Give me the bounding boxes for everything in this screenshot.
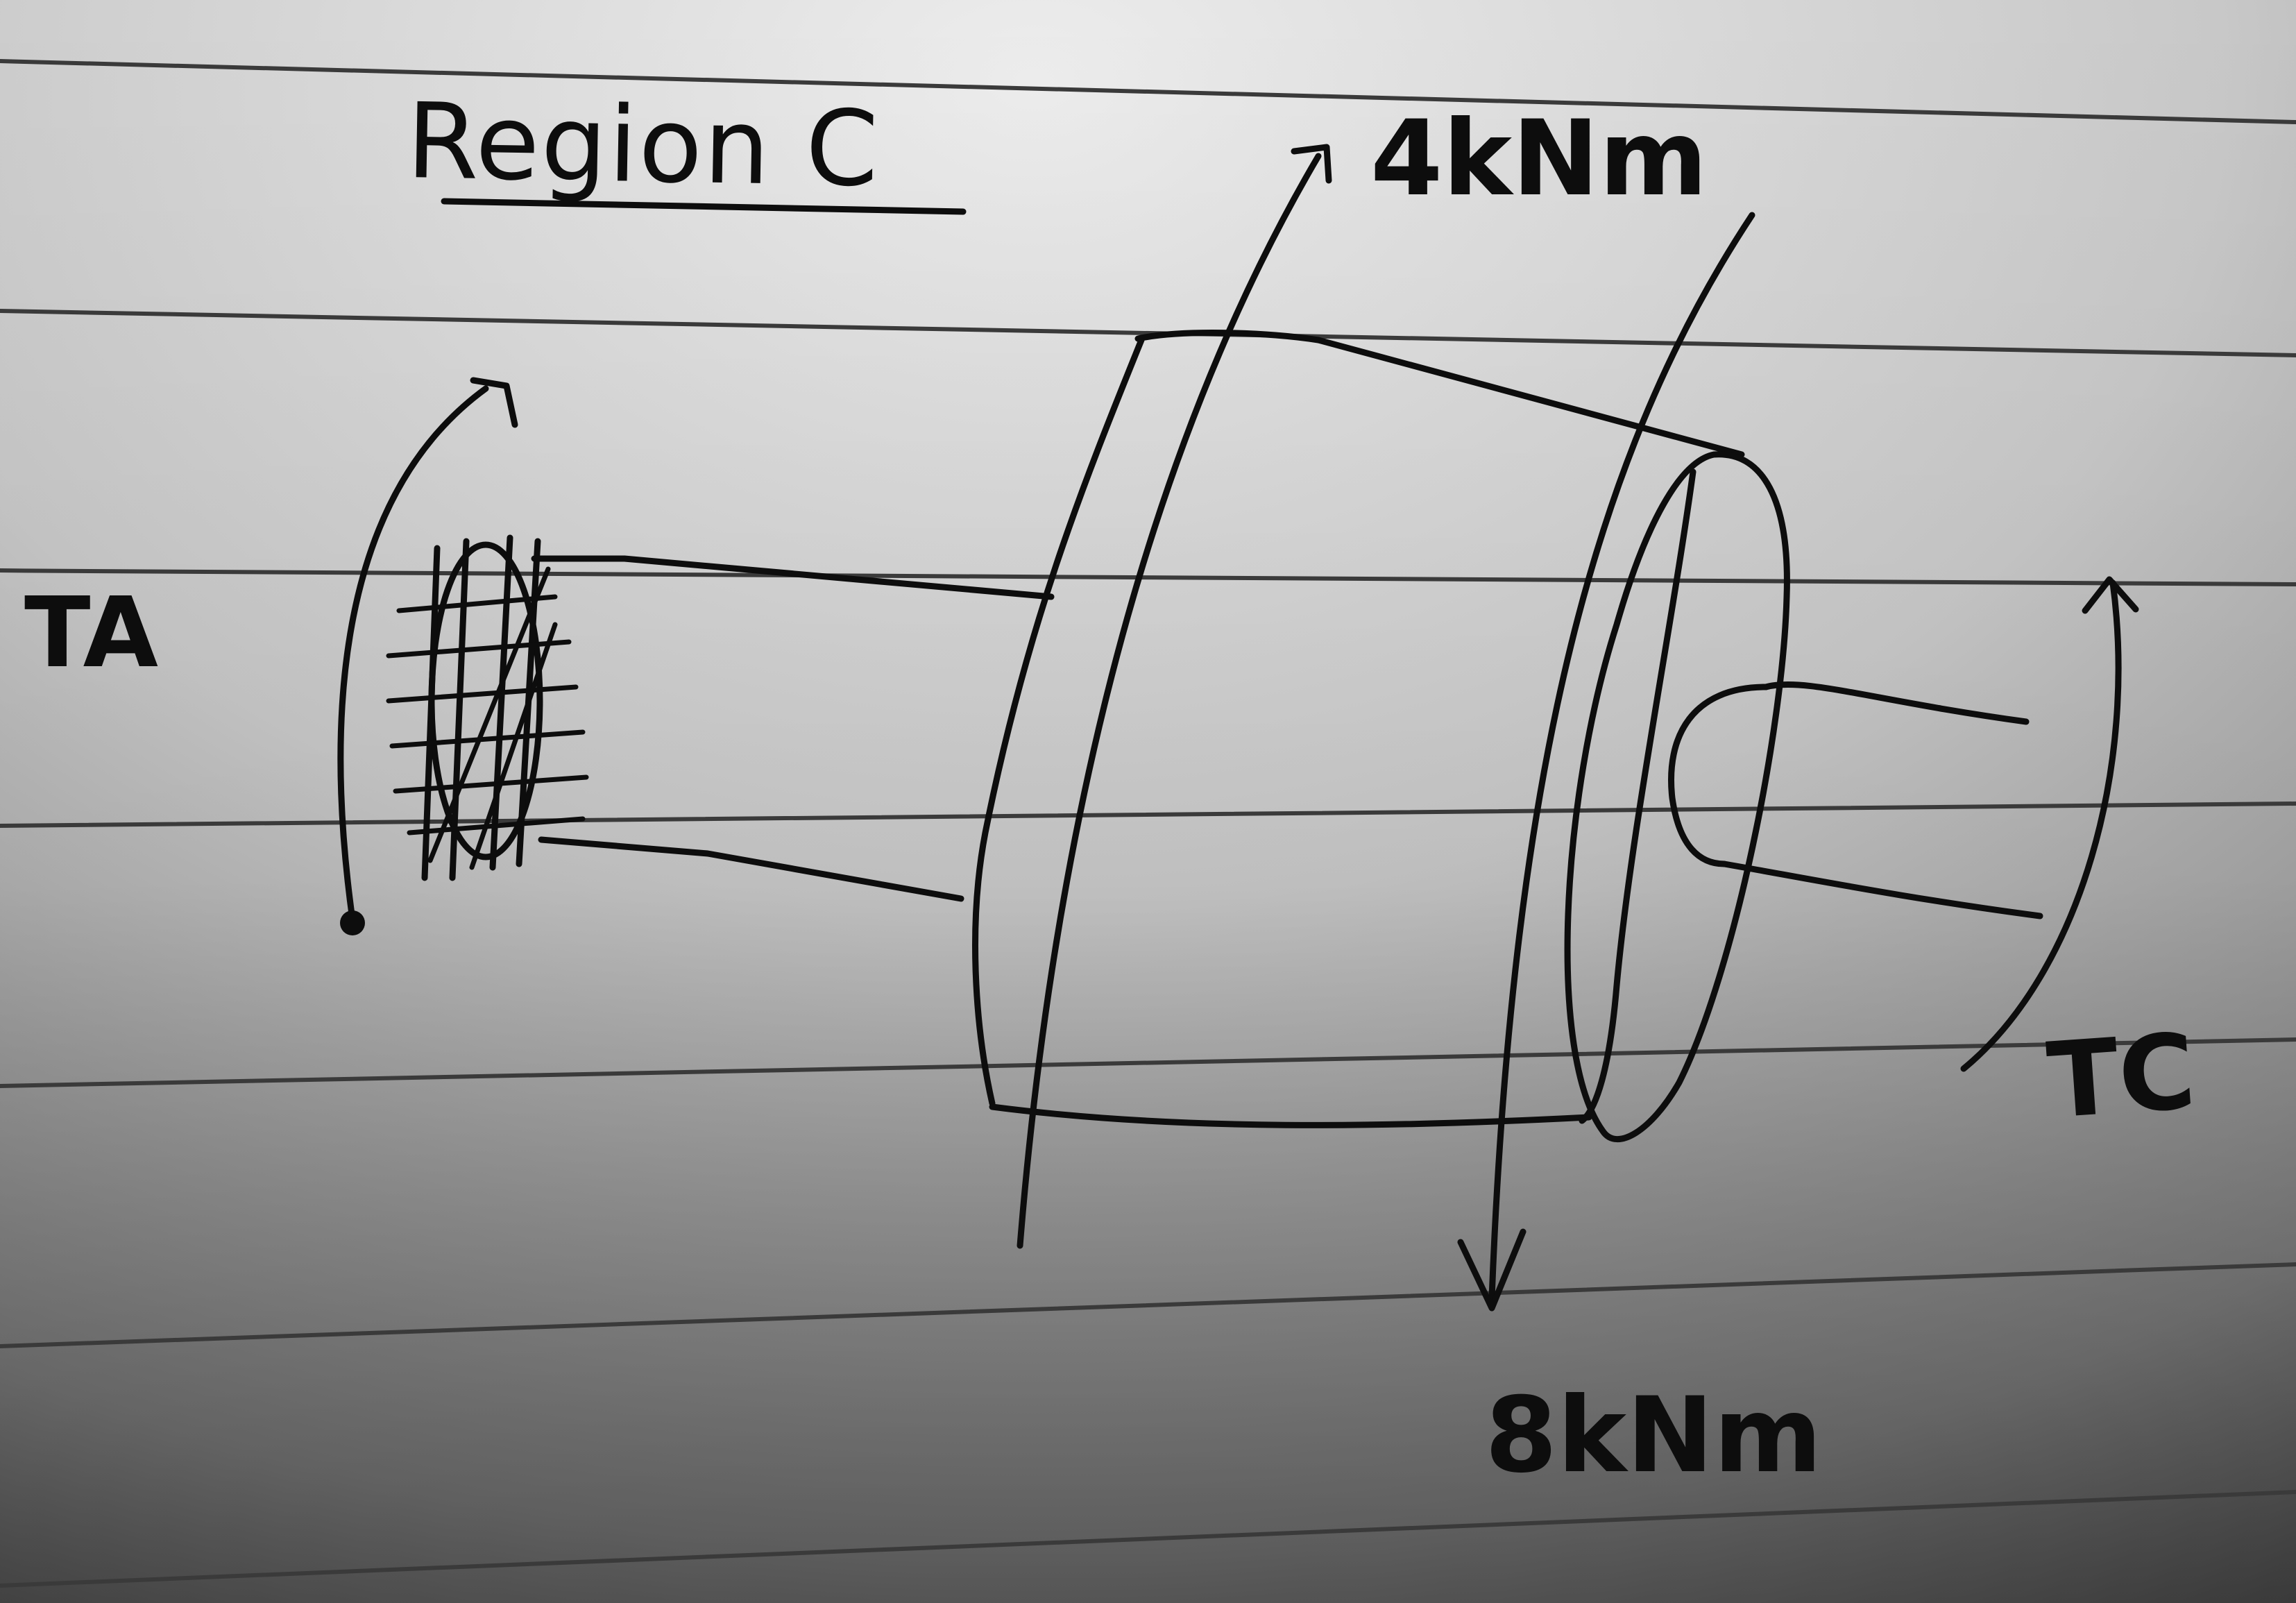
hatch-horizontal-3 <box>386 684 579 704</box>
right-shaft-top <box>1762 681 2030 725</box>
hatch-diagonal-2 <box>469 622 558 870</box>
title-underline <box>441 198 967 215</box>
left-torque-label: TA <box>24 577 158 690</box>
hatch-vertical-1 <box>421 545 441 881</box>
hatch-vertical-2 <box>449 538 470 881</box>
cylinder-end-rim <box>1579 468 1697 1124</box>
cylinder-left-face <box>972 337 1145 1107</box>
left-torque-arrowhead <box>470 377 518 428</box>
top-torque-label: 4kNm <box>1370 99 1708 219</box>
bottom-torque-arrowhead <box>1457 1228 1527 1312</box>
right-torque-arrowhead <box>2082 576 2139 614</box>
left-torque-arrow-tail-dot <box>340 910 365 935</box>
right-torque-label: TC <box>2043 1012 2199 1142</box>
diagram-title: Region C <box>405 81 881 210</box>
hatch-horizontal-2 <box>386 639 572 659</box>
ruled-line-5 <box>0 1037 2296 1088</box>
top-torque-arrowhead <box>1291 144 1332 184</box>
small-shaft-top <box>531 555 1055 600</box>
large-cylinder <box>972 330 1790 1142</box>
right-shaft-bottom <box>1721 860 2043 919</box>
hatch-horizontal-1 <box>396 594 558 613</box>
left-torque-arrow <box>337 385 489 923</box>
hatch-horizontal-5 <box>393 774 589 794</box>
right-shaft-cut-face <box>1668 684 1769 867</box>
ruled-line-4 <box>0 802 2296 828</box>
hatch-diagonal-1 <box>427 566 551 863</box>
bottom-torque-label: 8kNm <box>1485 1375 1822 1496</box>
ruled-line-6 <box>0 1262 2296 1348</box>
ruled-line-1 <box>0 59 2296 124</box>
hatched-section <box>386 534 589 881</box>
bottom-torque-arrow <box>1488 212 1755 1301</box>
cylinder-end-face <box>1564 451 1790 1142</box>
right-torque-arrow <box>1960 579 2122 1072</box>
top-torque-arrow <box>1017 153 1322 1249</box>
hatch-vertical-3 <box>489 534 513 871</box>
hatch-horizontal-6 <box>407 816 586 836</box>
ruled-line-7 <box>0 1490 2296 1588</box>
cylinder-top-edge <box>1134 330 1745 458</box>
hatch-horizontal-4 <box>389 729 586 749</box>
small-shaft-bottom <box>538 836 964 902</box>
